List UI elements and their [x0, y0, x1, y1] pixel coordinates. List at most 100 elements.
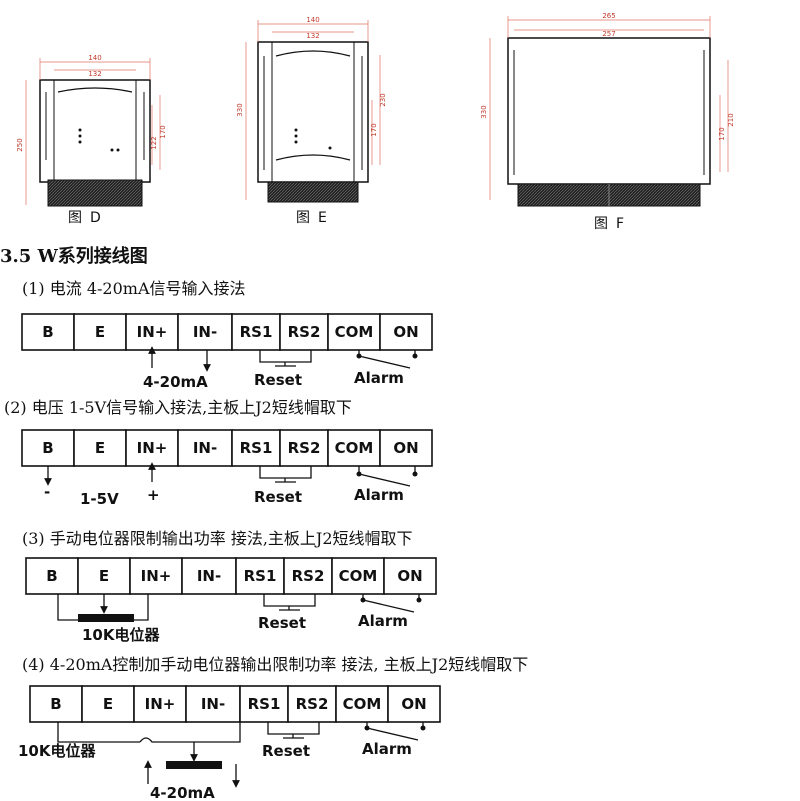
- enclosure-d-width-inner: 132: [88, 70, 101, 78]
- terminal-cell: [383, 557, 437, 595]
- diagram-3-heading: (3) 手动电位器限制输出功率 接法,主板上J2短线帽取下: [22, 529, 413, 548]
- terminal-cell: [331, 557, 385, 595]
- terminal-cell: [379, 313, 433, 351]
- diagram-2-alarm-label: Alarm: [354, 486, 404, 504]
- enclosure-d-drawing: 140 132 250 170 122 图 D: [16, 54, 167, 226]
- terminal-label-4-5: RS2: [296, 695, 329, 713]
- diagram-1-signal-label: 4-20mA: [143, 373, 208, 391]
- terminal-label-3-1: E: [99, 567, 109, 585]
- diagram-3-alarm-label: Alarm: [358, 612, 408, 630]
- enclosure-e-height-total: 330: [236, 103, 244, 116]
- terminal-cell: [133, 685, 187, 723]
- terminal-label-3-4: RS1: [244, 567, 277, 585]
- terminal-cell: [177, 429, 233, 467]
- enclosure-f-caption-prefix: 图: [594, 216, 608, 232]
- enclosure-e-caption-prefix: 图: [296, 210, 310, 226]
- terminal-cell: [231, 429, 281, 467]
- enclosure-f-height-total: 330: [480, 105, 488, 118]
- enclosure-e-height-inner: 170: [370, 123, 378, 136]
- terminal-strip-2: B E IN+ IN- RS1 RS2 COM ON: [21, 429, 433, 467]
- diagram-1-heading: (1) 电流 4-20mA信号输入接法: [22, 279, 246, 298]
- enclosure-f-width-inner: 257: [602, 30, 615, 38]
- terminal-label-1-3: IN-: [193, 323, 217, 341]
- diagram-4-heading: (4) 4-20mA控制加手动电位器输出限制功率 接法, 主板上J2短线帽取下: [22, 655, 528, 674]
- enclosure-f-width-outer: 265: [602, 12, 615, 20]
- enclosure-f-caption-letter: F: [616, 216, 624, 232]
- terminal-cell: [387, 685, 441, 723]
- terminal-label-4-2: IN+: [145, 695, 176, 713]
- enclosure-f-drawing: 265 257 330 210 170 图 F: [480, 12, 735, 232]
- enclosure-d-height-total: 250: [16, 138, 24, 151]
- diagram-4-pot-label: 10K电位器: [18, 742, 96, 760]
- terminal-cell: [335, 685, 389, 723]
- terminal-label-3-7: ON: [397, 567, 422, 585]
- diagram-2-plus-label: +: [147, 486, 160, 504]
- diagram-2-reset-label: Reset: [254, 488, 302, 506]
- terminal-cell: [81, 685, 135, 723]
- enclosure-e-height-mid: 230: [379, 93, 387, 106]
- terminal-label-2-5: RS2: [288, 439, 321, 457]
- terminal-label-3-0: B: [46, 567, 57, 585]
- terminal-label-2-3: IN-: [193, 439, 217, 457]
- terminal-label-4-4: RS1: [248, 695, 281, 713]
- terminal-label-3-6: COM: [339, 567, 378, 585]
- enclosure-e-width-outer: 140: [306, 16, 319, 24]
- terminal-label-3-2: IN+: [141, 567, 172, 585]
- diagram-2-minus-label: -: [44, 483, 50, 501]
- terminal-label-4-6: COM: [343, 695, 382, 713]
- terminal-cell: [327, 429, 381, 467]
- diagram-2-heading: (2) 电压 1-5V信号输入接法,主板上J2短线帽取下: [4, 398, 352, 417]
- terminal-label-2-6: COM: [335, 439, 374, 457]
- enclosure-e-drawing: 140 132 330 230 170 图 E: [236, 16, 387, 226]
- enclosure-d-height-mid: 170: [159, 125, 167, 138]
- terminal-label-2-1: E: [95, 439, 105, 457]
- terminal-label-4-1: E: [103, 695, 113, 713]
- terminal-label-2-4: RS1: [240, 439, 273, 457]
- terminal-cell: [21, 313, 75, 351]
- diagram-4-signal-label: 4-20mA: [150, 784, 215, 801]
- terminal-label-2-2: IN+: [137, 439, 168, 457]
- section-title: 3.5 W系列接线图: [0, 245, 148, 267]
- terminal-label-1-6: COM: [335, 323, 374, 341]
- terminal-label-2-0: B: [42, 439, 53, 457]
- terminal-cell: [231, 313, 281, 351]
- terminal-label-3-3: IN-: [197, 567, 221, 585]
- diagram-3-reset-label: Reset: [258, 614, 306, 632]
- diagram-4-reset-label: Reset: [262, 742, 310, 760]
- terminal-cell: [185, 685, 241, 723]
- terminal-label-2-7: ON: [393, 439, 418, 457]
- terminal-label-1-2: IN+: [137, 323, 168, 341]
- terminal-cell: [279, 313, 329, 351]
- terminal-cell: [283, 557, 333, 595]
- enclosure-f-height-inner: 170: [718, 127, 726, 140]
- diagram-4-alarm-label: Alarm: [362, 740, 412, 758]
- terminal-cell: [177, 313, 233, 351]
- enclosure-d-caption-prefix: 图: [68, 210, 82, 226]
- terminal-label-4-7: ON: [401, 695, 426, 713]
- terminal-cell: [25, 557, 79, 595]
- terminal-label-1-5: RS2: [288, 323, 321, 341]
- terminal-cell: [73, 313, 127, 351]
- terminal-cell: [21, 429, 75, 467]
- terminal-label-1-4: RS1: [240, 323, 273, 341]
- diagram-1-reset-label: Reset: [254, 371, 302, 389]
- enclosure-d-height-inner: 122: [150, 136, 158, 149]
- diagram-1-alarm-label: Alarm: [354, 369, 404, 387]
- enclosure-f-height-mid: 210: [727, 113, 735, 126]
- diagram-2-signal-label: 1-5V: [80, 490, 119, 508]
- terminal-label-3-5: RS2: [292, 567, 325, 585]
- terminal-label-1-7: ON: [393, 323, 418, 341]
- terminal-cell: [73, 429, 127, 467]
- diagram-2: (2) 电压 1-5V信号输入接法,主板上J2短线帽取下 B E IN+ IN- RS1…: [4, 398, 433, 508]
- enclosure-d-caption-letter: D: [90, 210, 101, 226]
- terminal-cell: [379, 429, 433, 467]
- diagram-4: (4) 4-20mA控制加手动电位器输出限制功率 接法, 主板上J2短线帽取下 …: [18, 655, 528, 801]
- diagram-3: (3) 手动电位器限制输出功率 接法,主板上J2短线帽取下 B E IN+ IN- RS…: [22, 529, 437, 644]
- terminal-strip-3: B E IN+ IN- RS1 RS2 COM ON: [25, 557, 437, 595]
- enclosure-e-width-inner: 132: [306, 32, 319, 40]
- terminal-label-4-0: B: [50, 695, 61, 713]
